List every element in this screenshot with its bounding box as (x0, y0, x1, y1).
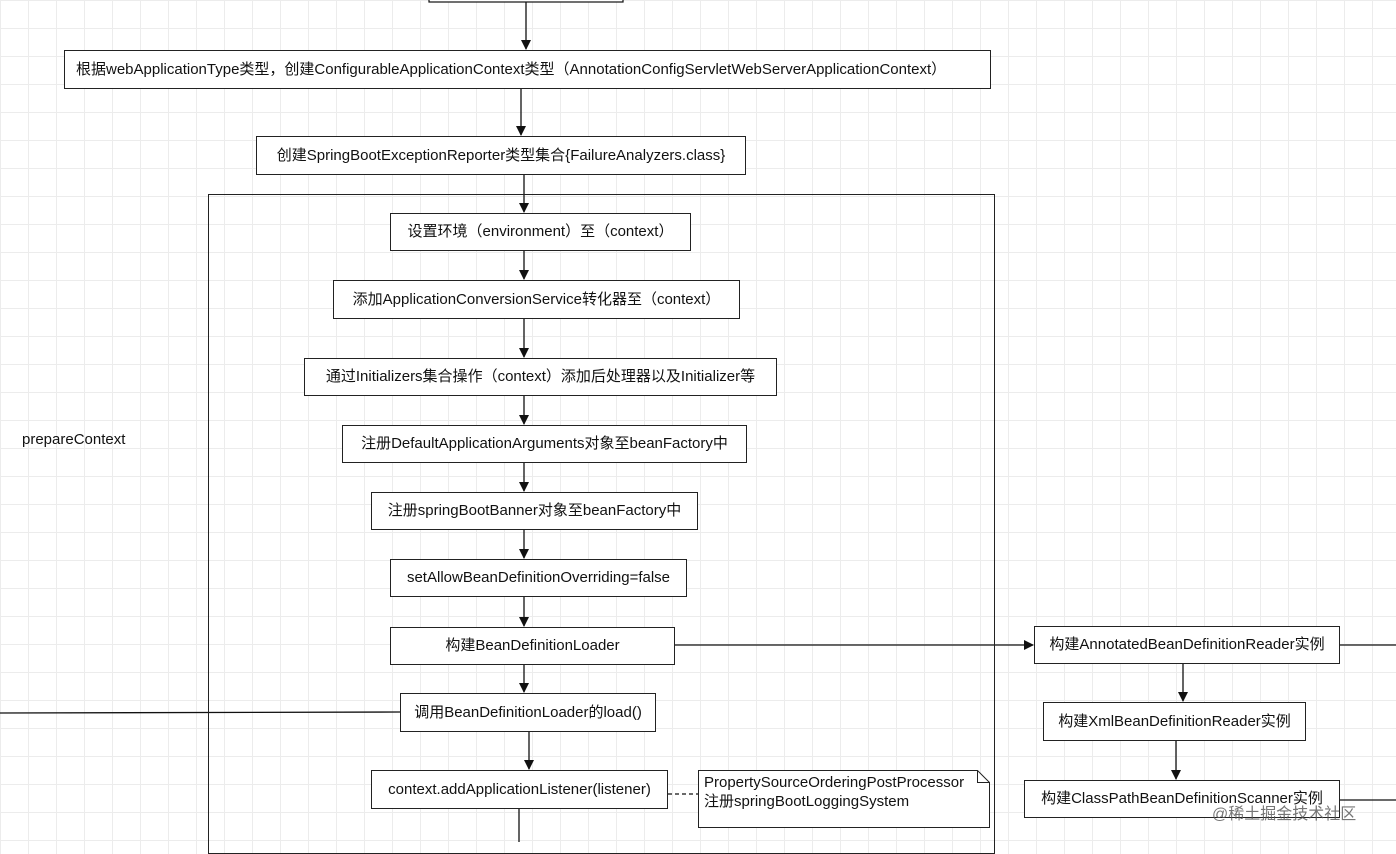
logging-note: PropertySourceOrderingPostProcessor 注册sp… (698, 770, 990, 828)
group-label: prepareContext (22, 431, 126, 448)
note-line-1: PropertySourceOrderingPostProcessor (704, 774, 965, 791)
add-conversion-node: 添加ApplicationConversionService转化器至（conte… (333, 280, 740, 319)
call-load-node: 调用BeanDefinitionLoader的load() (400, 693, 656, 732)
add-listener-node: context.addApplicationListener(listener) (371, 770, 668, 809)
note-shape (698, 770, 990, 828)
annotated-reader-node: 构建AnnotatedBeanDefinitionReader实例 (1034, 626, 1340, 664)
create-context-node: 根据webApplicationType类型，创建ConfigurableApp… (64, 50, 991, 89)
top-incoming-node-edge (428, 0, 624, 3)
classpath-scanner-node: 构建ClassPathBeanDefinitionScanner实例 (1024, 780, 1340, 818)
register-banner-node: 注册springBootBanner对象至beanFactory中 (371, 492, 698, 530)
watermark-text: @稀土掘金技术社区 (1212, 806, 1357, 823)
note-line-2: 注册springBootLoggingSystem (704, 793, 910, 810)
register-args-node: 注册DefaultApplicationArguments对象至beanFact… (342, 425, 747, 463)
edge-load-left-outgoing (0, 711, 401, 714)
build-loader-node: 构建BeanDefinitionLoader (390, 627, 675, 665)
set-environment-node: 设置环境（environment）至（context） (390, 213, 691, 251)
allow-overriding-node: setAllowBeanDefinitionOverriding=false (390, 559, 687, 597)
xml-reader-node: 构建XmlBeanDefinitionReader实例 (1043, 702, 1306, 741)
initializers-node: 通过Initializers集合操作（context）添加后处理器以及Initi… (304, 358, 777, 396)
create-reporters-node: 创建SpringBootExceptionReporter类型集合{Failur… (256, 136, 746, 175)
